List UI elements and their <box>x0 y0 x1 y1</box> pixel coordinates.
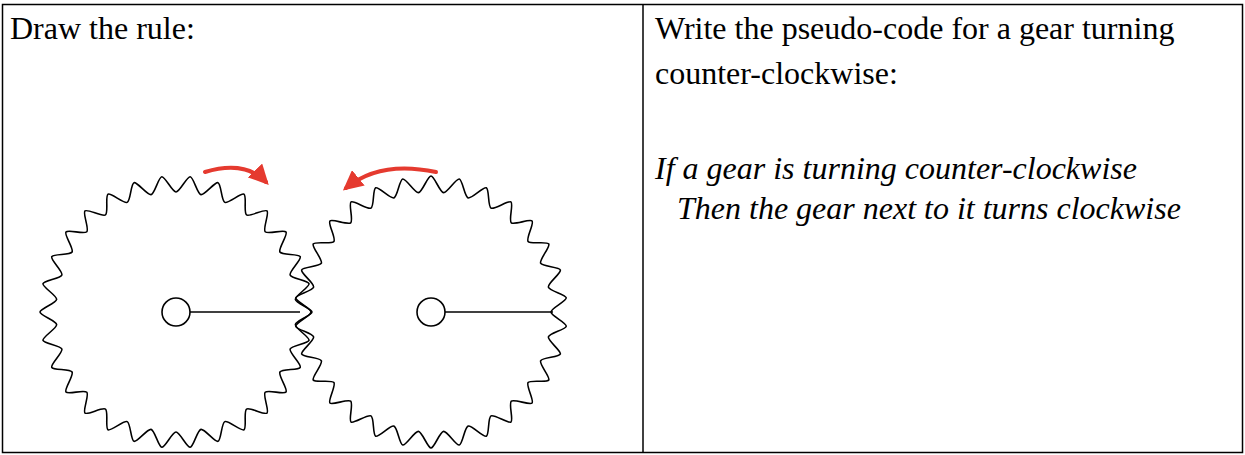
gear-outline <box>296 176 567 448</box>
counter-clockwise-arrow <box>346 168 436 188</box>
gear-radius <box>190 311 300 313</box>
gear-outline <box>40 177 312 448</box>
cell-heading: Write the pseudo-code for a gear turning… <box>655 6 1175 96</box>
pseudo-code-line: If a gear is turning counter-clockwise <box>655 148 1215 188</box>
clockwise-arrow <box>205 168 266 182</box>
gear-radius <box>445 311 553 313</box>
pseudo-code-line: Then the gear next to it turns clockwise <box>655 188 1195 228</box>
gear-pair <box>40 176 566 448</box>
gear-hub <box>162 298 190 326</box>
table-border <box>3 5 1243 453</box>
cell-divider <box>642 5 644 453</box>
cell-heading: Draw the rule: <box>10 6 610 51</box>
gear-hub <box>417 298 445 326</box>
